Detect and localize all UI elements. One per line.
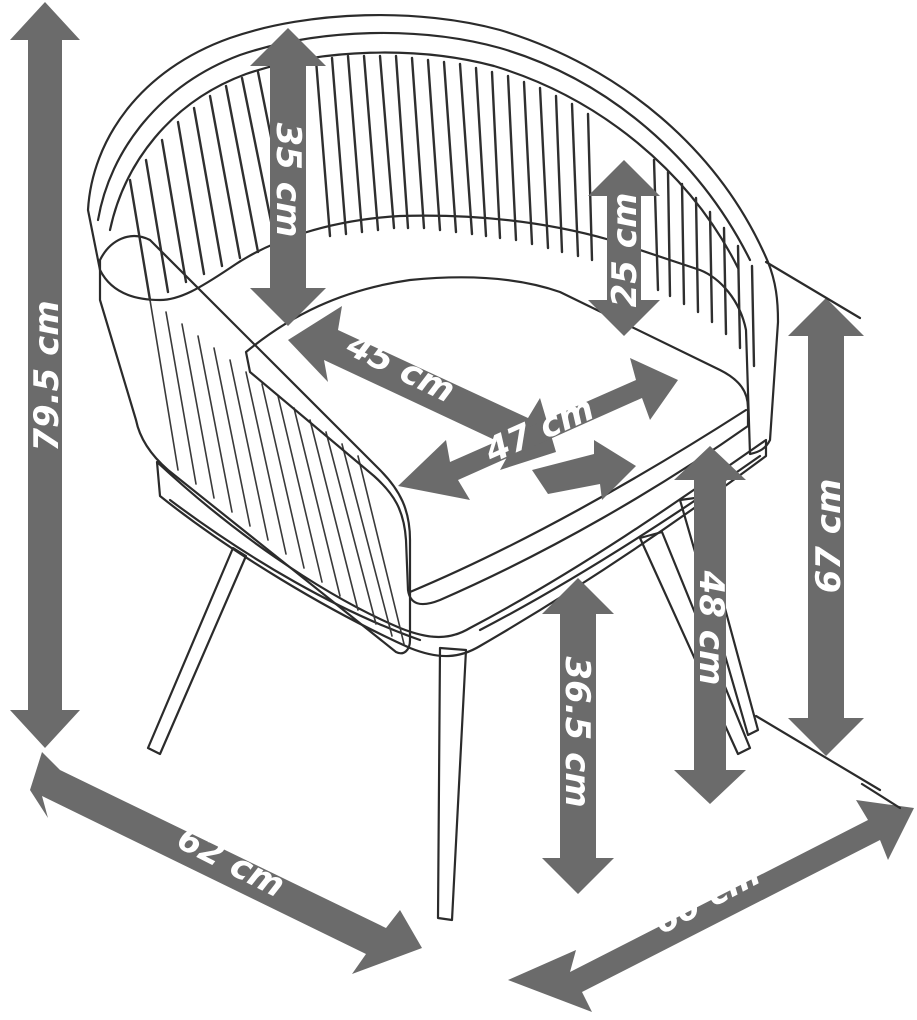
dim-arm-total-height-label: 67 cm (809, 479, 849, 594)
dim-seat-front-arrow (532, 440, 636, 500)
seat-cushion (244, 276, 750, 606)
dim-seat-height-label: 48 cm (691, 570, 731, 686)
dim-armrest-height-label: 25 cm (605, 193, 645, 308)
arm-rope-strands (149, 299, 405, 645)
chair-shell (86, 13, 780, 655)
back-rope-strands (128, 54, 756, 368)
dim-total-height: 79.5 cm (10, 2, 80, 748)
dim-seat-depth-label: 45 cm (340, 325, 462, 412)
extension-lines (754, 260, 902, 810)
dim-depth: 62 cm (30, 752, 422, 974)
dim-width-label: 60 cm (647, 854, 767, 943)
dim-backrest-height: 35 cm (250, 28, 326, 326)
dim-arm-total-height: 67 cm (788, 298, 864, 756)
chair-illustration (86, 13, 780, 922)
dim-armrest-height: 25 cm (588, 160, 660, 336)
dimension-arrows: 79.5 cm 35 cm 25 cm 45 cm 47 cm (10, 2, 914, 1012)
dim-leg-height-label: 36.5 cm (557, 656, 597, 807)
dim-total-height-label: 79.5 cm (27, 300, 67, 451)
dim-depth-label: 62 cm (171, 818, 291, 906)
dim-backrest-height-label: 35 cm (268, 123, 308, 238)
dim-leg-height: 36.5 cm (542, 578, 614, 894)
dim-seat-height: 48 cm (674, 446, 746, 804)
